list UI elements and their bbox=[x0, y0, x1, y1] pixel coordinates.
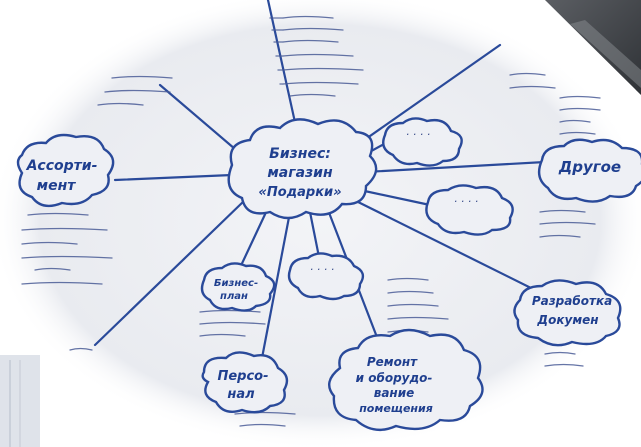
repair-line-1: Ремонт bbox=[367, 355, 418, 369]
handwritten-notes bbox=[21, 15, 601, 427]
cloud-labels: Бизнес: магазин «Подарки» Ассорти- мент … bbox=[26, 128, 622, 415]
repair-line-4: помещения bbox=[359, 402, 433, 415]
branch-line-cloud2 bbox=[358, 188, 432, 207]
empty-cloud-1-dots: · · · · bbox=[406, 128, 430, 141]
branch-line-topright bbox=[348, 43, 502, 152]
branch-line-bizplan bbox=[236, 206, 270, 274]
empty-cloud-3-dots: · · · · bbox=[310, 263, 334, 276]
other-cloud bbox=[537, 138, 641, 203]
branch-line-topleft bbox=[158, 83, 244, 157]
branch-line-staff bbox=[260, 210, 292, 360]
branch-line-docs bbox=[348, 196, 537, 292]
empty-cloud-1 bbox=[382, 117, 463, 167]
docs-line-2: Докумен bbox=[536, 313, 598, 327]
branch-line-leftlow bbox=[93, 198, 247, 347]
empty-cloud-3 bbox=[287, 252, 365, 301]
docs-line-1: Разработка bbox=[532, 294, 612, 308]
repair-line-2: и оборудо- bbox=[356, 371, 433, 385]
assortment-cloud bbox=[16, 133, 115, 208]
assortment-line-2: мент bbox=[37, 178, 77, 194]
other-label: Другое bbox=[558, 158, 621, 176]
bizplan-line-1: Бизнес- bbox=[214, 278, 258, 289]
bizplan-line-2: план bbox=[220, 291, 248, 302]
clouds bbox=[16, 117, 641, 432]
assortment-line-1: Ассорти- bbox=[26, 158, 98, 174]
center-cloud bbox=[227, 118, 378, 220]
staff-line-1: Персо- bbox=[217, 369, 268, 384]
branch-line-other bbox=[363, 160, 547, 174]
center-line-2: магазин bbox=[267, 165, 333, 181]
page-edge bbox=[0, 355, 40, 447]
staff-line-2: нал bbox=[227, 387, 255, 402]
branch-line-assortment bbox=[113, 173, 234, 182]
laptop-corner bbox=[545, 0, 641, 95]
center-line-1: Бизнес: bbox=[269, 146, 331, 162]
staff-cloud bbox=[201, 351, 289, 414]
empty-cloud-2-dots: · · · · bbox=[454, 195, 478, 208]
center-line-3: «Подарки» bbox=[258, 185, 341, 200]
docs-cloud bbox=[513, 279, 622, 347]
bizplan-cloud bbox=[200, 262, 276, 312]
repair-line-3: вание bbox=[374, 386, 415, 400]
empty-cloud-2 bbox=[425, 184, 514, 236]
repair-cloud bbox=[328, 328, 484, 432]
